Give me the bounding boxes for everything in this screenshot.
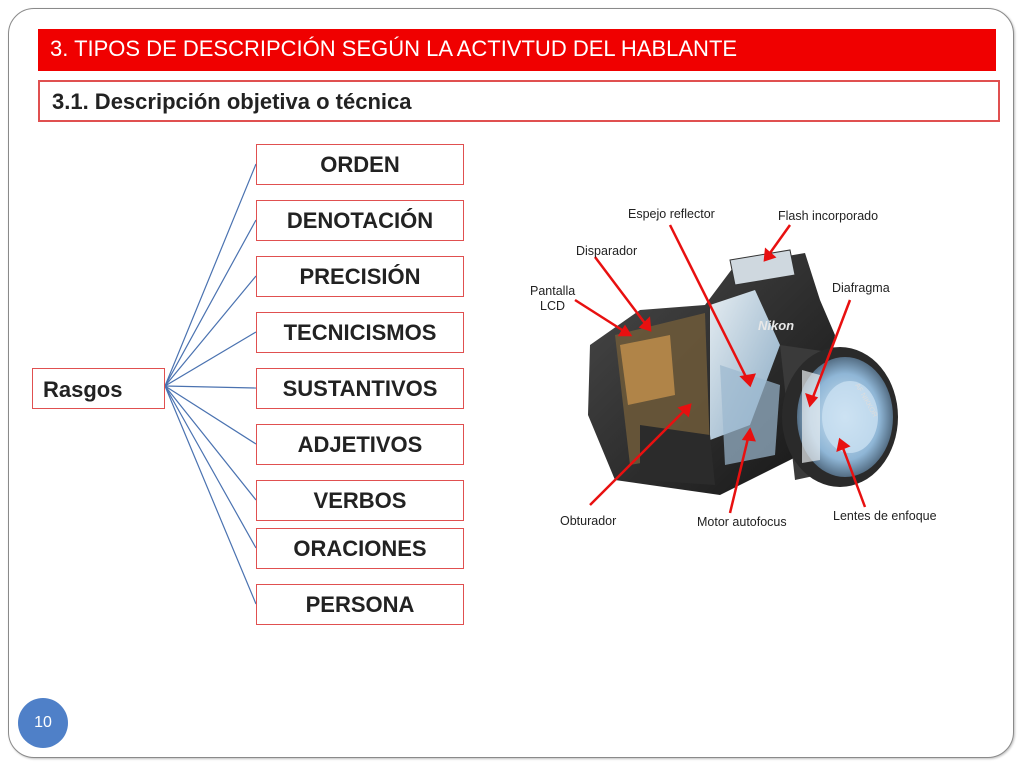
feature-box-oraciones: ORACIONES bbox=[256, 528, 464, 569]
feature-label: PERSONA bbox=[305, 591, 415, 617]
callout-arrows bbox=[574, 224, 867, 514]
feature-label: VERBOS bbox=[313, 487, 407, 513]
connector-line bbox=[164, 331, 257, 387]
feature-box-persona: PERSONA bbox=[256, 584, 464, 625]
callout-disparador: Disparador bbox=[576, 244, 637, 258]
callout-motor-autofocus: Motor autofocus bbox=[697, 515, 787, 529]
camera-body: Nikon bbox=[588, 249, 835, 495]
feature-label: SUSTANTIVOS bbox=[282, 375, 438, 401]
slide-title: 3. TIPOS DE DESCRIPCIÓN SEGÚN LA ACTIVTU… bbox=[50, 36, 738, 61]
feature-box-sustantivos: SUSTANTIVOS bbox=[256, 368, 464, 409]
feature-box-adjetivos: ADJETIVOS bbox=[256, 424, 464, 465]
connector-line bbox=[164, 275, 257, 387]
feature-box-precision: PRECISIÓN bbox=[256, 256, 464, 297]
connector-line bbox=[164, 385, 257, 445]
camera-brand: Nikon bbox=[758, 318, 794, 333]
callout-flash-incorporado: Flash incorporado bbox=[778, 209, 878, 223]
feature-box-tecnicismos: TECNICISMOS bbox=[256, 312, 464, 353]
camera-illustration: Nikon AF NIKKOR Espejo reflector bbox=[530, 207, 937, 529]
connector-line bbox=[164, 219, 257, 387]
feature-box-verbos: VERBOS bbox=[256, 480, 464, 521]
feature-label: ORDEN bbox=[320, 151, 400, 177]
callout-pantalla-line1: Pantalla bbox=[530, 284, 575, 298]
callout-pantalla-line2: LCD bbox=[540, 299, 565, 313]
feature-label: ORACIONES bbox=[293, 535, 427, 561]
callout-obturador: Obturador bbox=[560, 514, 616, 528]
connector-line bbox=[164, 163, 257, 387]
page-number-badge: 10 bbox=[18, 698, 68, 748]
callout-lentes-de-enfoque: Lentes de enfoque bbox=[833, 509, 937, 523]
camera-cutaway-illustration: Nikon AF NIKKOR Espejo reflector bbox=[520, 195, 960, 535]
page-number: 10 bbox=[34, 714, 52, 731]
connector-line bbox=[164, 385, 257, 389]
feature-label: DENOTACIÓN bbox=[286, 207, 434, 233]
connector-line bbox=[164, 385, 257, 501]
title-bar: 3. TIPOS DE DESCRIPCIÓN SEGÚN LA ACTIVTU… bbox=[38, 29, 996, 71]
callout-diafragma: Diafragma bbox=[832, 281, 890, 295]
callout-labels: Espejo reflector Flash incorporado Dispa… bbox=[530, 207, 937, 529]
camera-lens: AF NIKKOR bbox=[780, 345, 898, 487]
connector-line bbox=[164, 385, 257, 549]
feature-label: TECNICISMOS bbox=[283, 319, 437, 345]
root-node-rasgos: Rasgos bbox=[32, 368, 165, 409]
connector-line bbox=[164, 385, 257, 605]
subtitle-box: 3.1. Descripción objetiva o técnica bbox=[38, 80, 1000, 122]
feature-box-orden: ORDEN bbox=[256, 144, 464, 185]
callout-espejo-reflector: Espejo reflector bbox=[628, 207, 715, 221]
feature-label: PRECISIÓN bbox=[299, 263, 421, 289]
feature-label: ADJETIVOS bbox=[297, 431, 423, 457]
feature-box-denotacion: DENOTACIÓN bbox=[256, 200, 464, 241]
slide-subtitle: 3.1. Descripción objetiva o técnica bbox=[52, 89, 412, 114]
root-node-label: Rasgos bbox=[43, 377, 123, 402]
